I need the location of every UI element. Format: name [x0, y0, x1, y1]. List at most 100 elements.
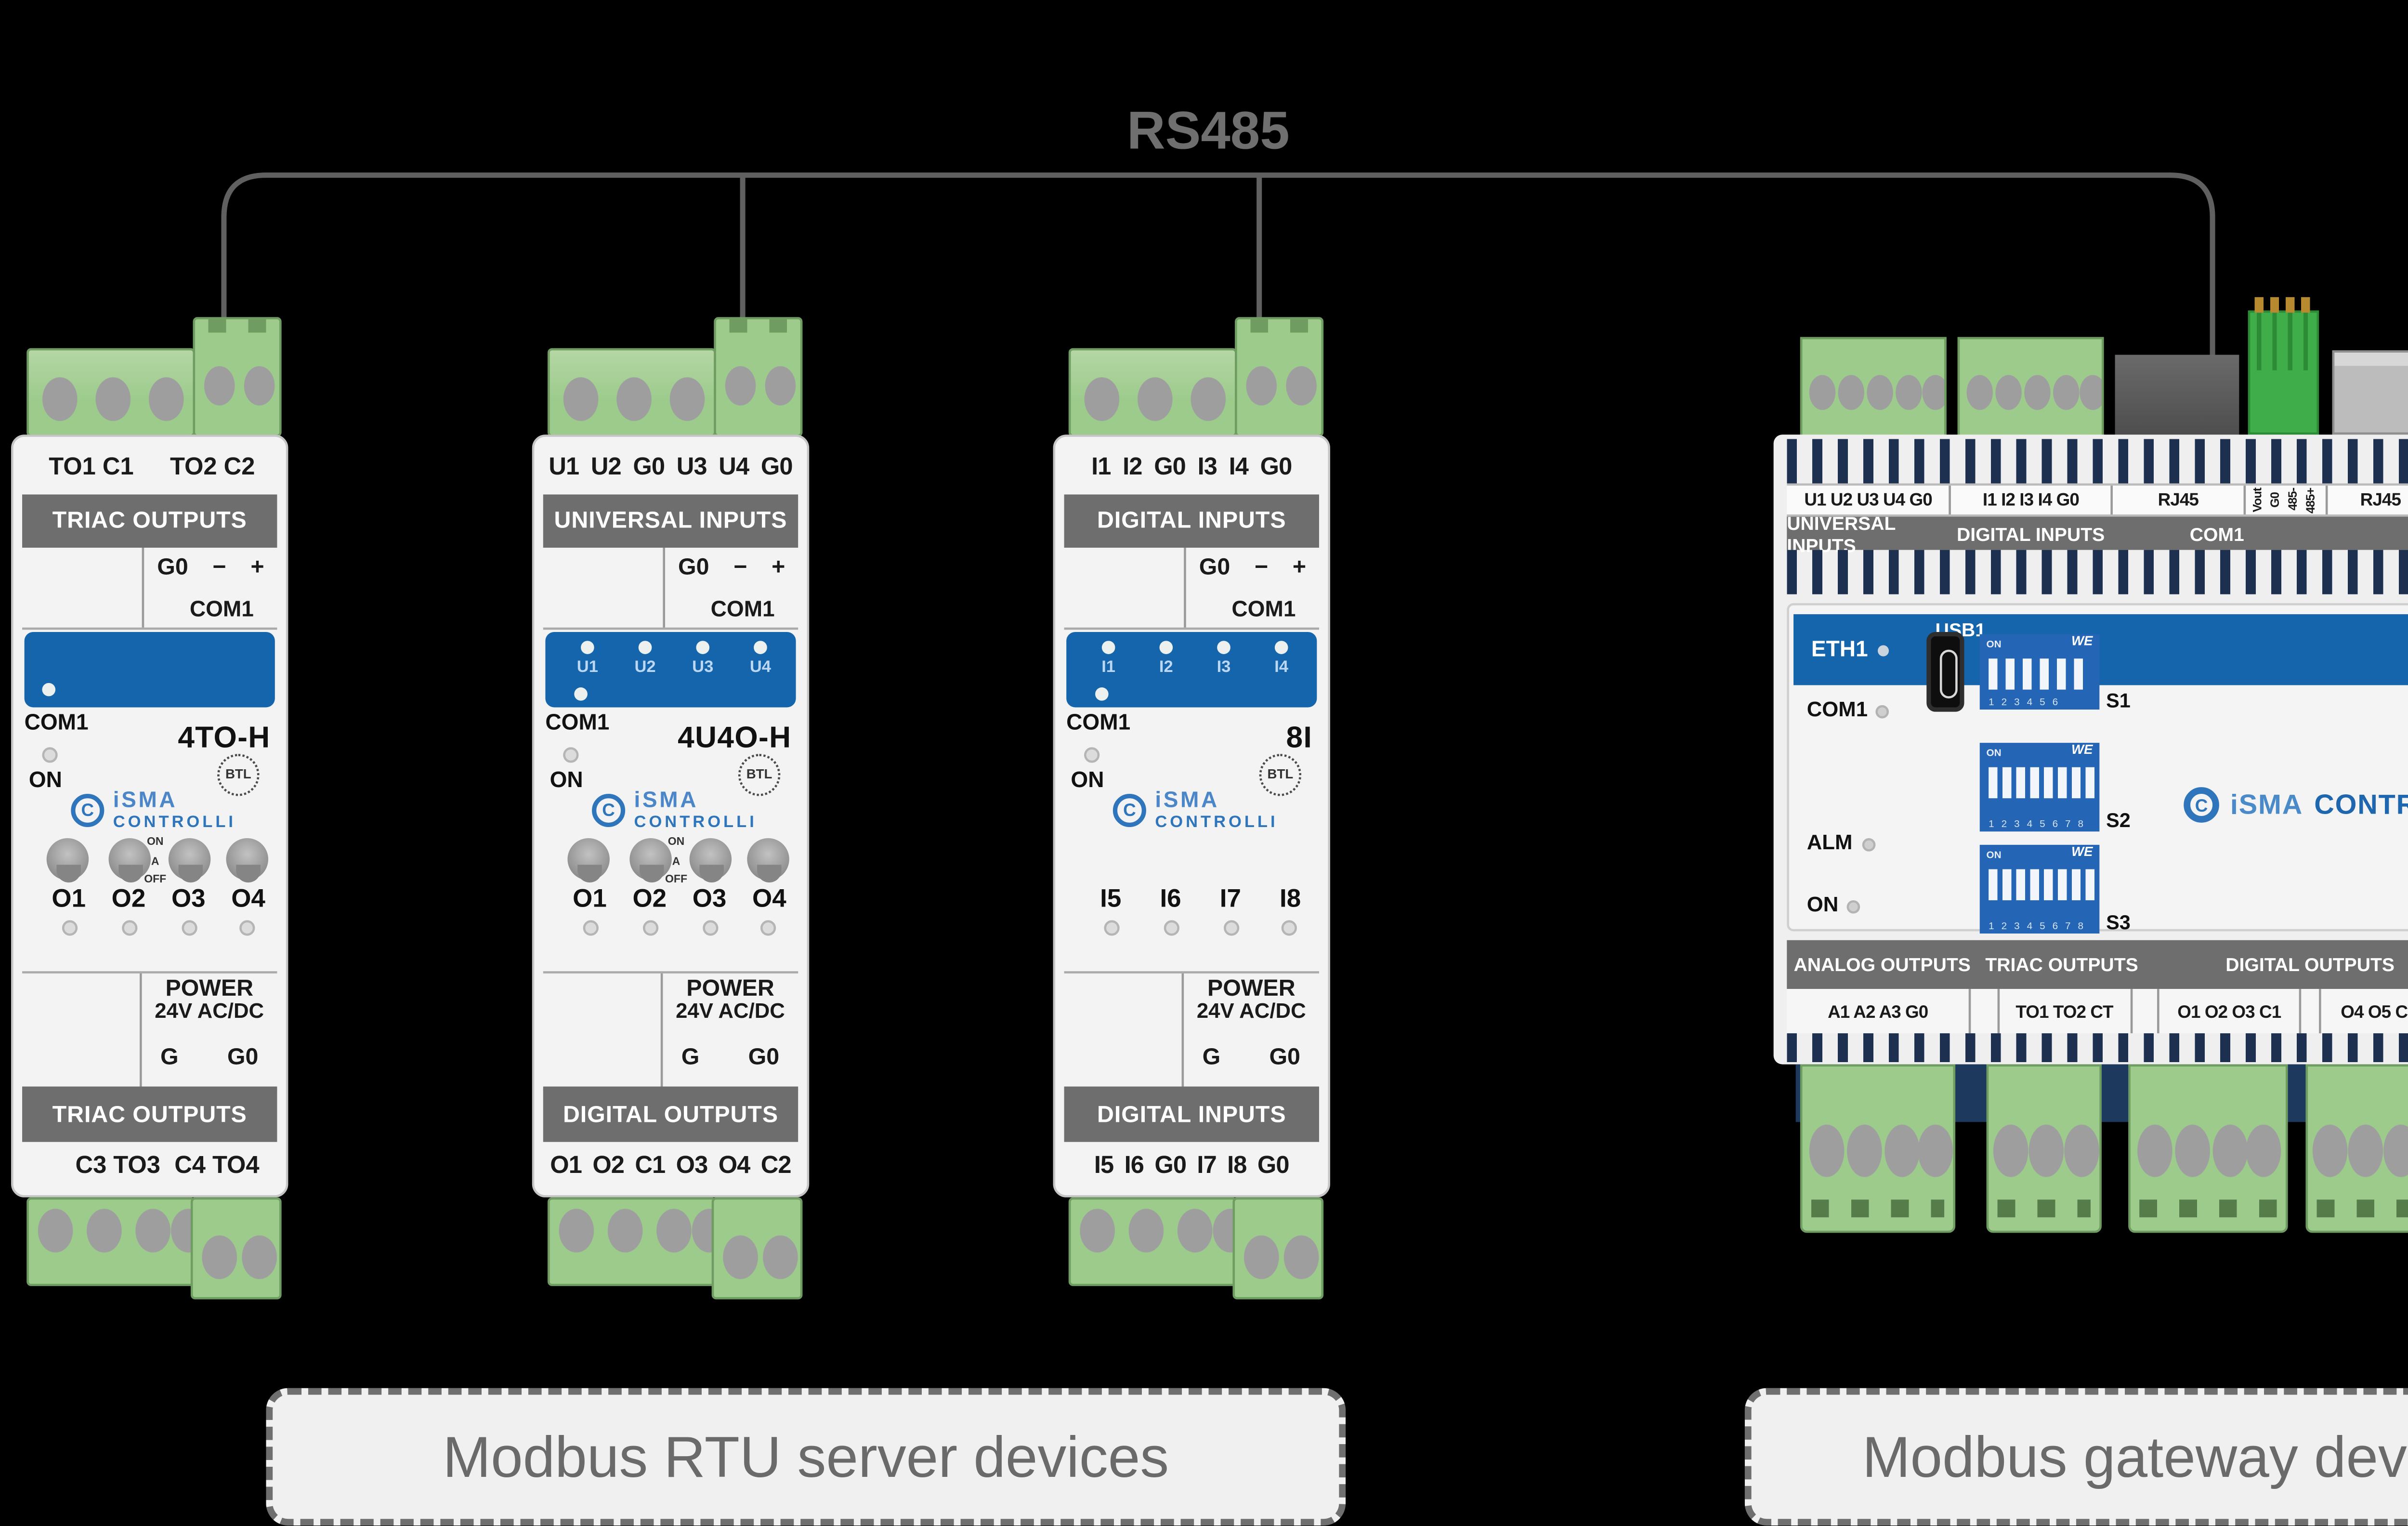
spacer — [2132, 989, 2160, 1034]
output-led-icon — [760, 920, 776, 936]
vent-slots — [1787, 1033, 2408, 1062]
terminal-label-group: RJ45 — [2328, 486, 2408, 514]
empty-cell — [543, 548, 666, 628]
g0-label: G0 — [2269, 492, 2283, 508]
com-port-label: COM1 — [710, 598, 775, 623]
output-knob[interactable] — [629, 838, 672, 881]
brand-subname: CONTROLLI — [634, 811, 757, 832]
output-knob[interactable] — [689, 838, 732, 881]
output-label: O4 — [231, 887, 265, 914]
com1-led-icon — [574, 687, 588, 701]
alm-led: ALM — [1807, 831, 1875, 856]
rs485-label: RS485 — [1126, 102, 1290, 162]
on-led-label: ON — [28, 769, 62, 794]
power-title: POWER — [686, 975, 774, 1002]
com-port-label: COM1 — [1231, 598, 1296, 623]
band-universal-inputs: UNIVERSAL INPUTS — [1787, 511, 1896, 556]
terminal-block-bottom — [548, 1197, 716, 1286]
on-led-icon — [42, 747, 58, 763]
isma-logo-icon: C — [71, 794, 105, 828]
module-8i: I1 I2 G0 I3 I4 G0 DIGITAL INPUTS G0 − + … — [1053, 317, 1330, 1302]
com-plus-label: + — [772, 554, 785, 581]
com1-rj45-port[interactable] — [2115, 355, 2239, 435]
output-knob[interactable] — [567, 838, 610, 881]
dip-switch-s2[interactable]: ON WE 1 2 3 4 5 6 7 8 — [1979, 743, 2100, 832]
com-port-cells: G0 − + COM1 — [22, 548, 277, 630]
dip-switches-icon[interactable] — [1989, 869, 2100, 900]
output-knob[interactable] — [168, 838, 211, 881]
input-label: I8 — [1280, 887, 1301, 914]
output-led-icon — [62, 920, 78, 936]
output-led-icon — [239, 920, 255, 936]
dip-switches-icon[interactable] — [1989, 658, 2091, 690]
power-cells: POWER 24V AC/DC G G0 — [543, 971, 798, 1091]
terminal-label-group: TO2 C2 — [170, 453, 255, 480]
terminal-block-bottom — [2128, 1064, 2288, 1233]
blue-header-band: ETH1 USB1 RAC18-IP — [1793, 614, 2408, 685]
s1-label: S1 — [2106, 689, 2131, 712]
dip-switches-icon[interactable] — [1989, 767, 2100, 799]
output-knob[interactable] — [226, 838, 268, 881]
section-band: DIGITAL INPUTS — [1064, 494, 1319, 548]
isma-controlli-logo: C iSMA CONTROLLI — [71, 790, 236, 830]
output-label: O3 — [692, 887, 727, 914]
output-led-icon — [122, 920, 138, 936]
btl-mark-icon: BTL — [217, 754, 260, 796]
power-g0-label: G0 — [1269, 1044, 1300, 1071]
com-port-cells: G0 − + COM1 — [543, 548, 798, 630]
terminal-labels-top: U1 U2 G0 U3 U4 G0 — [549, 453, 793, 480]
empty-cell — [22, 548, 144, 628]
brand-name: iSMA — [2230, 789, 2303, 821]
input-label: I5 — [1100, 887, 1122, 914]
power-cell: POWER 24V AC/DC G G0 — [142, 973, 277, 1089]
output-label: O2 — [632, 887, 667, 914]
power-title: POWER — [165, 975, 254, 1002]
module-front-8i: I1 I2 G0 I3 I4 G0 DIGITAL INPUTS G0 − + … — [1053, 434, 1330, 1197]
power-cell: POWER 24V AC/DC G G0 — [663, 973, 798, 1089]
output-label: O2 — [111, 887, 146, 914]
alm-led-icon — [1861, 837, 1875, 851]
section-band: TRIAC OUTPUTS — [22, 494, 277, 548]
output-knob[interactable] — [747, 838, 789, 881]
dip-switch-s1[interactable]: ON WE 1 2 3 4 5 6 — [1979, 634, 2100, 710]
eth-rj45-port[interactable] — [2332, 350, 2408, 435]
dip-numbers: 1 2 3 4 5 6 7 8 — [1989, 818, 2086, 829]
rs485-terminal-labels: Vout G0 485- 485+ — [2246, 486, 2328, 514]
output-led-icon — [703, 920, 719, 936]
isma-logo-icon: C — [1112, 794, 1146, 828]
com1-led-label: COM1 — [1806, 698, 1868, 723]
com-g0-label: G0 — [1199, 554, 1230, 581]
knob-scale: ON A OFF — [658, 834, 694, 890]
caption-gateway-device: Modbus gateway device — [1744, 1388, 2408, 1526]
input-led-label: U2 — [634, 656, 656, 677]
terminal-block-top — [1800, 337, 1947, 439]
terminal-labels-top: U1 U2 U3 U4 G0 I1 I2 I3 I4 G0 RJ45 Vout … — [1787, 483, 2408, 517]
input-led-label: I4 — [1274, 656, 1289, 677]
section-band: UNIVERSAL INPUTS — [543, 494, 798, 548]
eth1-led-label: ETH1 — [1811, 638, 1868, 663]
on-led: ON — [1807, 894, 1861, 918]
terminal-block-bottom — [1800, 1064, 1956, 1233]
com-terminal-labels: G0 − + — [144, 554, 277, 581]
com-g0-label: G0 — [678, 554, 709, 581]
we-logo-icon: WE — [2071, 847, 2093, 861]
on-led-icon — [1847, 899, 1861, 913]
power-g-label: G — [1202, 1044, 1221, 1071]
terminal-block-top — [1957, 337, 2104, 439]
terminal-label-group: O1 O2 O3 C1 — [2160, 989, 2301, 1034]
output-knob[interactable] — [46, 838, 89, 881]
rs485-plug-connector[interactable] — [2248, 297, 2319, 435]
empty-cell — [1064, 973, 1184, 1089]
gateway-rac18-ip: U1 U2 U3 U4 G0 I1 I2 I3 I4 G0 RJ45 Vout … — [1773, 297, 2408, 1303]
dip-switch-s3[interactable]: ON WE 1 2 3 4 5 6 7 8 — [1979, 844, 2100, 934]
power-voltage: 24V AC/DC — [155, 1000, 264, 1025]
brand-name: iSMA — [1155, 789, 1219, 814]
on-led-icon — [1084, 747, 1100, 763]
terminal-block-bottom-raised — [190, 1197, 282, 1300]
terminal-labels-bottom: A1 A2 A3 G0 TO1 TO2 CT O1 O2 O3 C1 O4 O5… — [1787, 989, 2408, 1034]
model-name: 4U4O-H — [678, 721, 792, 754]
usb-c-port[interactable] — [1926, 631, 1964, 712]
terminal-label-group: I1 I2 I3 I4 G0 — [1952, 486, 2112, 514]
dip-numbers: 1 2 3 4 5 6 — [1989, 696, 2060, 708]
output-knob[interactable] — [108, 838, 151, 881]
